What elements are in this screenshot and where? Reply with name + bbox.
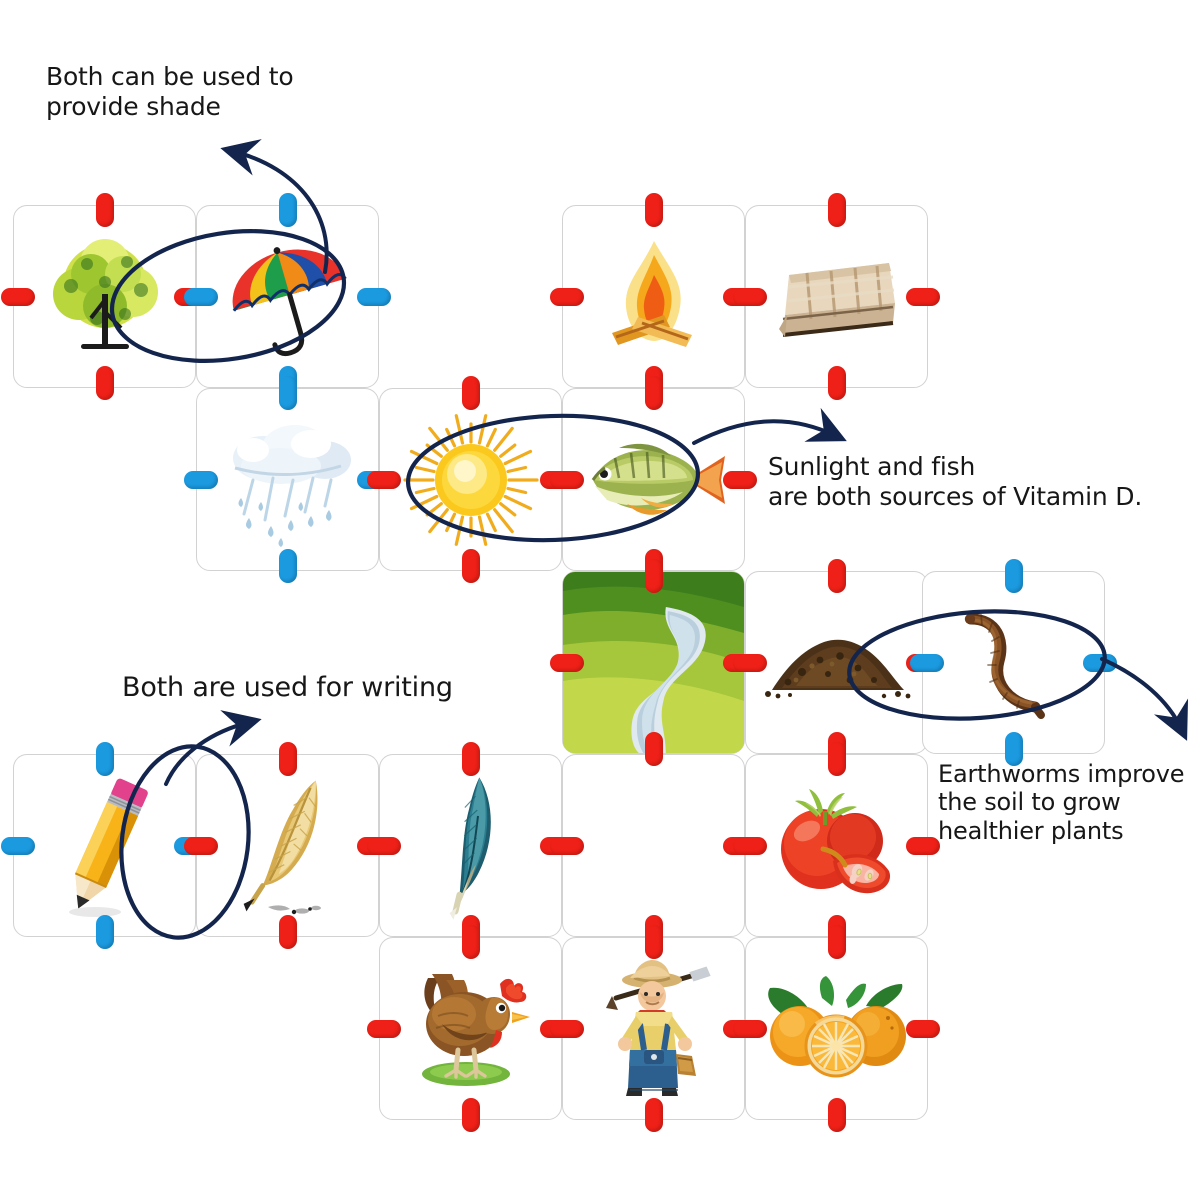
connector-tab-right-red bbox=[906, 836, 940, 855]
connector-tab-left-blue bbox=[910, 653, 944, 672]
connector-tab-left-red bbox=[733, 1019, 767, 1038]
connector-tab-right-red bbox=[723, 470, 757, 489]
tomato-icon bbox=[746, 755, 927, 936]
connector-tab-left-blue bbox=[1, 836, 35, 855]
puzzle-card-tree[interactable] bbox=[1, 193, 208, 400]
puzzle-card-umbrella[interactable] bbox=[184, 193, 391, 400]
puzzle-card-quill-gold[interactable] bbox=[184, 742, 391, 949]
connector-tab-top-red bbox=[827, 559, 846, 593]
connector-tab-bottom-blue bbox=[1004, 732, 1023, 766]
puzzle-card-oranges[interactable] bbox=[733, 925, 940, 1132]
rain-cloud-icon bbox=[197, 389, 378, 570]
connector-tab-left-red bbox=[550, 836, 584, 855]
connector-tab-left-red bbox=[733, 287, 767, 306]
hen-icon bbox=[380, 938, 561, 1119]
connector-tab-top-red bbox=[278, 742, 297, 776]
connector-tab-bottom-red bbox=[461, 549, 480, 583]
ink-arrow-earthworm bbox=[1100, 657, 1189, 741]
connector-tab-top-red bbox=[461, 925, 480, 959]
connector-tab-left-red bbox=[550, 470, 584, 489]
earthworm-icon bbox=[923, 572, 1104, 753]
landscape-icon bbox=[563, 572, 744, 753]
quill-gold-icon bbox=[197, 755, 378, 936]
tree-icon bbox=[14, 206, 195, 387]
annotation-earthworm: Earthworms improve the soil to grow heal… bbox=[938, 760, 1185, 845]
connector-tab-top-red bbox=[644, 193, 663, 227]
puzzle-card-blanket[interactable] bbox=[733, 193, 940, 400]
connector-tab-left-red bbox=[733, 653, 767, 672]
connector-tab-bottom-red bbox=[644, 732, 663, 766]
puzzle-card-rain[interactable] bbox=[184, 376, 391, 583]
blank-icon bbox=[563, 755, 744, 936]
puzzle-card-tomato[interactable] bbox=[733, 742, 940, 949]
quill-blue-icon bbox=[380, 755, 561, 936]
connector-tab-top-red bbox=[644, 925, 663, 959]
annotation-vitamin-d: Sunlight and fish are both sources of Vi… bbox=[768, 452, 1143, 511]
connector-tab-bottom-red bbox=[461, 1098, 480, 1132]
puzzle-card-fire[interactable] bbox=[550, 193, 757, 400]
connector-tab-bottom-red bbox=[644, 1098, 663, 1132]
connector-tab-top-red bbox=[827, 742, 846, 776]
connector-tab-right-red bbox=[906, 287, 940, 306]
connector-tab-left-red bbox=[184, 836, 218, 855]
connector-tab-left-red bbox=[367, 836, 401, 855]
connector-tab-top-red bbox=[827, 193, 846, 227]
connector-tab-left-red bbox=[550, 653, 584, 672]
campfire-icon bbox=[563, 206, 744, 387]
connector-tab-top-blue bbox=[95, 742, 114, 776]
connector-tab-top-red bbox=[461, 376, 480, 410]
connector-tab-left-red bbox=[733, 836, 767, 855]
connector-tab-bottom-red bbox=[827, 366, 846, 400]
connector-tab-bottom-red bbox=[827, 1098, 846, 1132]
connector-tab-top-blue bbox=[278, 376, 297, 410]
blanket-icon bbox=[746, 206, 927, 387]
puzzle-card-sun[interactable] bbox=[367, 376, 574, 583]
connector-tab-top-red bbox=[95, 193, 114, 227]
connector-tab-top-red bbox=[644, 376, 663, 410]
connector-tab-top-blue bbox=[278, 193, 297, 227]
connector-tab-left-red bbox=[1, 287, 35, 306]
connector-tab-top-red bbox=[827, 925, 846, 959]
connector-tab-left-red bbox=[550, 287, 584, 306]
puzzle-card-farmer[interactable] bbox=[550, 925, 757, 1132]
annotation-writing: Both are used for writing bbox=[122, 672, 453, 703]
puzzle-card-hen[interactable] bbox=[367, 925, 574, 1132]
connector-tab-bottom-blue bbox=[95, 915, 114, 949]
puzzle-card-fish[interactable] bbox=[550, 376, 757, 583]
puzzle-card-quill-blue[interactable] bbox=[367, 742, 574, 949]
connector-tab-right-blue bbox=[1083, 653, 1117, 672]
connector-tab-top-red bbox=[644, 559, 663, 593]
umbrella-icon bbox=[197, 206, 378, 387]
fish-icon bbox=[563, 389, 744, 570]
connector-tab-bottom-red bbox=[278, 915, 297, 949]
annotation-shade: Both can be used to provide shade bbox=[46, 62, 294, 121]
puzzle-card-pencil[interactable] bbox=[1, 742, 208, 949]
connector-tab-left-blue bbox=[184, 287, 218, 306]
connector-tab-bottom-red bbox=[95, 366, 114, 400]
connector-tab-right-red bbox=[906, 1019, 940, 1038]
soil-pile-icon bbox=[746, 572, 927, 753]
sun-icon bbox=[380, 389, 561, 570]
puzzle-card-earthworm[interactable] bbox=[910, 559, 1117, 766]
connector-tab-top-blue bbox=[1004, 559, 1023, 593]
puzzle-card-blank[interactable] bbox=[550, 754, 757, 949]
connector-tab-right-blue bbox=[357, 287, 391, 306]
puzzle-card-soil[interactable] bbox=[733, 559, 940, 766]
farmer-icon bbox=[563, 938, 744, 1119]
puzzle-card-landscape[interactable] bbox=[550, 559, 757, 766]
oranges-icon bbox=[746, 938, 927, 1119]
connector-tab-left-red bbox=[367, 470, 401, 489]
connector-tab-left-red bbox=[550, 1019, 584, 1038]
connector-tab-top-red bbox=[461, 742, 480, 776]
connector-tab-left-red bbox=[367, 1019, 401, 1038]
connector-tab-left-blue bbox=[184, 470, 218, 489]
connector-tab-bottom-blue bbox=[278, 549, 297, 583]
pencil-icon bbox=[14, 755, 195, 936]
